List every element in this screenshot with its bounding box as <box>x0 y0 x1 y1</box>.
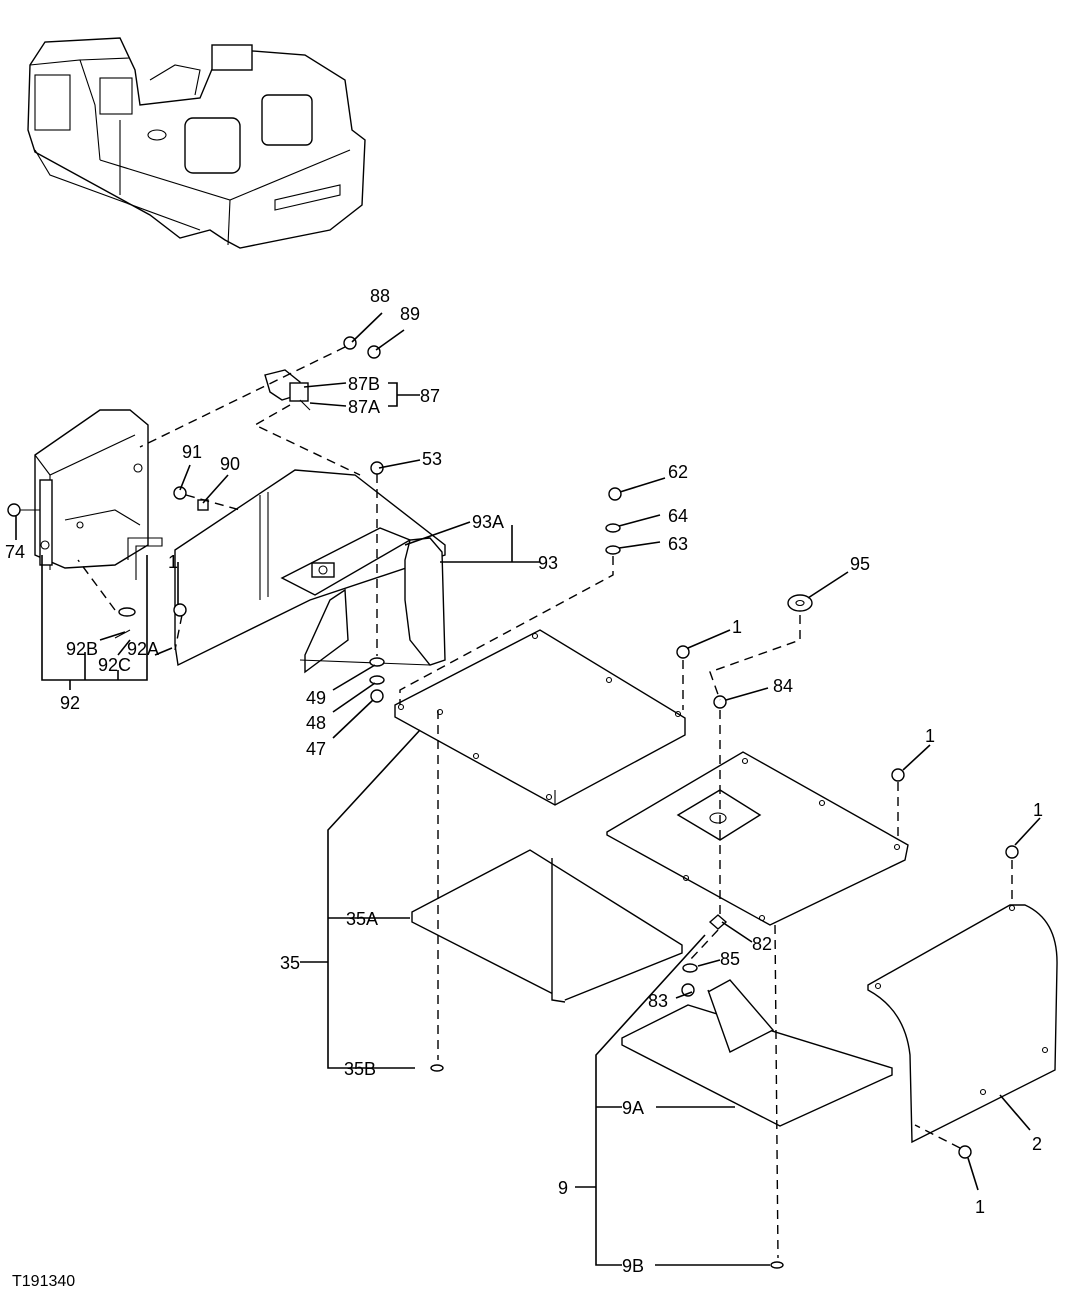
callout-92: 92 <box>60 693 80 713</box>
side-panel-2-part <box>867 904 1058 1144</box>
callout-93: 93 <box>538 553 558 573</box>
callout-91: 91 <box>182 442 202 462</box>
bolt-74-part <box>7 503 40 517</box>
mounting-plate-part <box>174 469 446 667</box>
callout-1-center-left: 1 <box>732 617 742 637</box>
callout-35a: 35A <box>346 909 378 929</box>
callout-9b: 9B <box>622 1256 644 1276</box>
washer-85-part <box>682 963 698 973</box>
leader-lines <box>15 312 1041 1266</box>
callout-87b: 87B <box>348 374 380 394</box>
bolt-1-right-bottom-part <box>958 1145 972 1159</box>
callout-35b: 35B <box>344 1059 376 1079</box>
callout-87a: 87A <box>348 397 380 417</box>
callout-1-upper-left: 1 <box>168 552 178 572</box>
callout-1-right-bottom: 1 <box>975 1197 985 1217</box>
nut-82-part <box>708 914 728 930</box>
callout-89: 89 <box>400 304 420 324</box>
callout-74: 74 <box>5 542 25 562</box>
bolt-84-part <box>713 695 727 709</box>
cover-panel-center-part <box>606 751 909 926</box>
callout-92a: 92A <box>127 639 159 659</box>
bolt-91-part <box>173 486 187 500</box>
seal-95-part <box>787 594 813 612</box>
battery-box-part <box>34 409 163 580</box>
callout-49: 49 <box>306 688 326 708</box>
callout-53: 53 <box>422 449 442 469</box>
callout-2: 2 <box>1032 1134 1042 1154</box>
callout-1-right-top: 1 <box>1033 800 1043 820</box>
bolt-1-center-left-part <box>676 645 690 659</box>
excavator-overview-illustration <box>27 37 366 249</box>
bolt-1-center-right-part <box>891 768 905 782</box>
bolt-1-right-top-part <box>1005 845 1019 859</box>
callout-62: 62 <box>668 462 688 482</box>
callout-92b: 92B <box>66 639 98 659</box>
alignment-lines <box>77 346 1013 1259</box>
callout-47: 47 <box>306 739 326 759</box>
callout-63: 63 <box>668 534 688 554</box>
pad-35a-part <box>411 849 683 1003</box>
washer-9b-part <box>770 1261 784 1269</box>
callout-95: 95 <box>850 554 870 574</box>
latch-87-part <box>264 369 311 411</box>
callout-88: 88 <box>370 286 390 306</box>
callout-90: 90 <box>220 454 240 474</box>
figure-id: T191340 <box>12 1273 75 1290</box>
cover-panel-35-part <box>394 629 686 806</box>
clip-90-part <box>197 499 209 511</box>
callout-35: 35 <box>280 953 300 973</box>
callout-9: 9 <box>558 1178 568 1198</box>
bolt-1-upper-left-part <box>173 603 187 617</box>
callout-82: 82 <box>752 934 772 954</box>
callout-93a: 93A <box>472 512 504 532</box>
callout-9a: 9A <box>622 1098 644 1118</box>
pad-9a-part <box>621 979 893 1127</box>
callout-92c: 92C <box>98 655 131 675</box>
callout-1-center-right: 1 <box>925 726 935 746</box>
washers-49-48-47-parts <box>369 657 385 703</box>
callout-64: 64 <box>668 506 688 526</box>
callout-83: 83 <box>648 991 668 1011</box>
callout-87: 87 <box>420 386 440 406</box>
callout-84: 84 <box>773 676 793 696</box>
washer-35b-part <box>430 1064 444 1072</box>
hardware-92-parts <box>114 607 136 639</box>
bracket-93-part <box>299 537 446 674</box>
callout-48: 48 <box>306 713 326 733</box>
callout-85: 85 <box>720 949 740 969</box>
callout-labels: 88 89 87B 87A 87 91 90 53 74 93A 93 62 6… <box>5 286 1043 1276</box>
washers-62-64-63-parts <box>605 487 622 555</box>
